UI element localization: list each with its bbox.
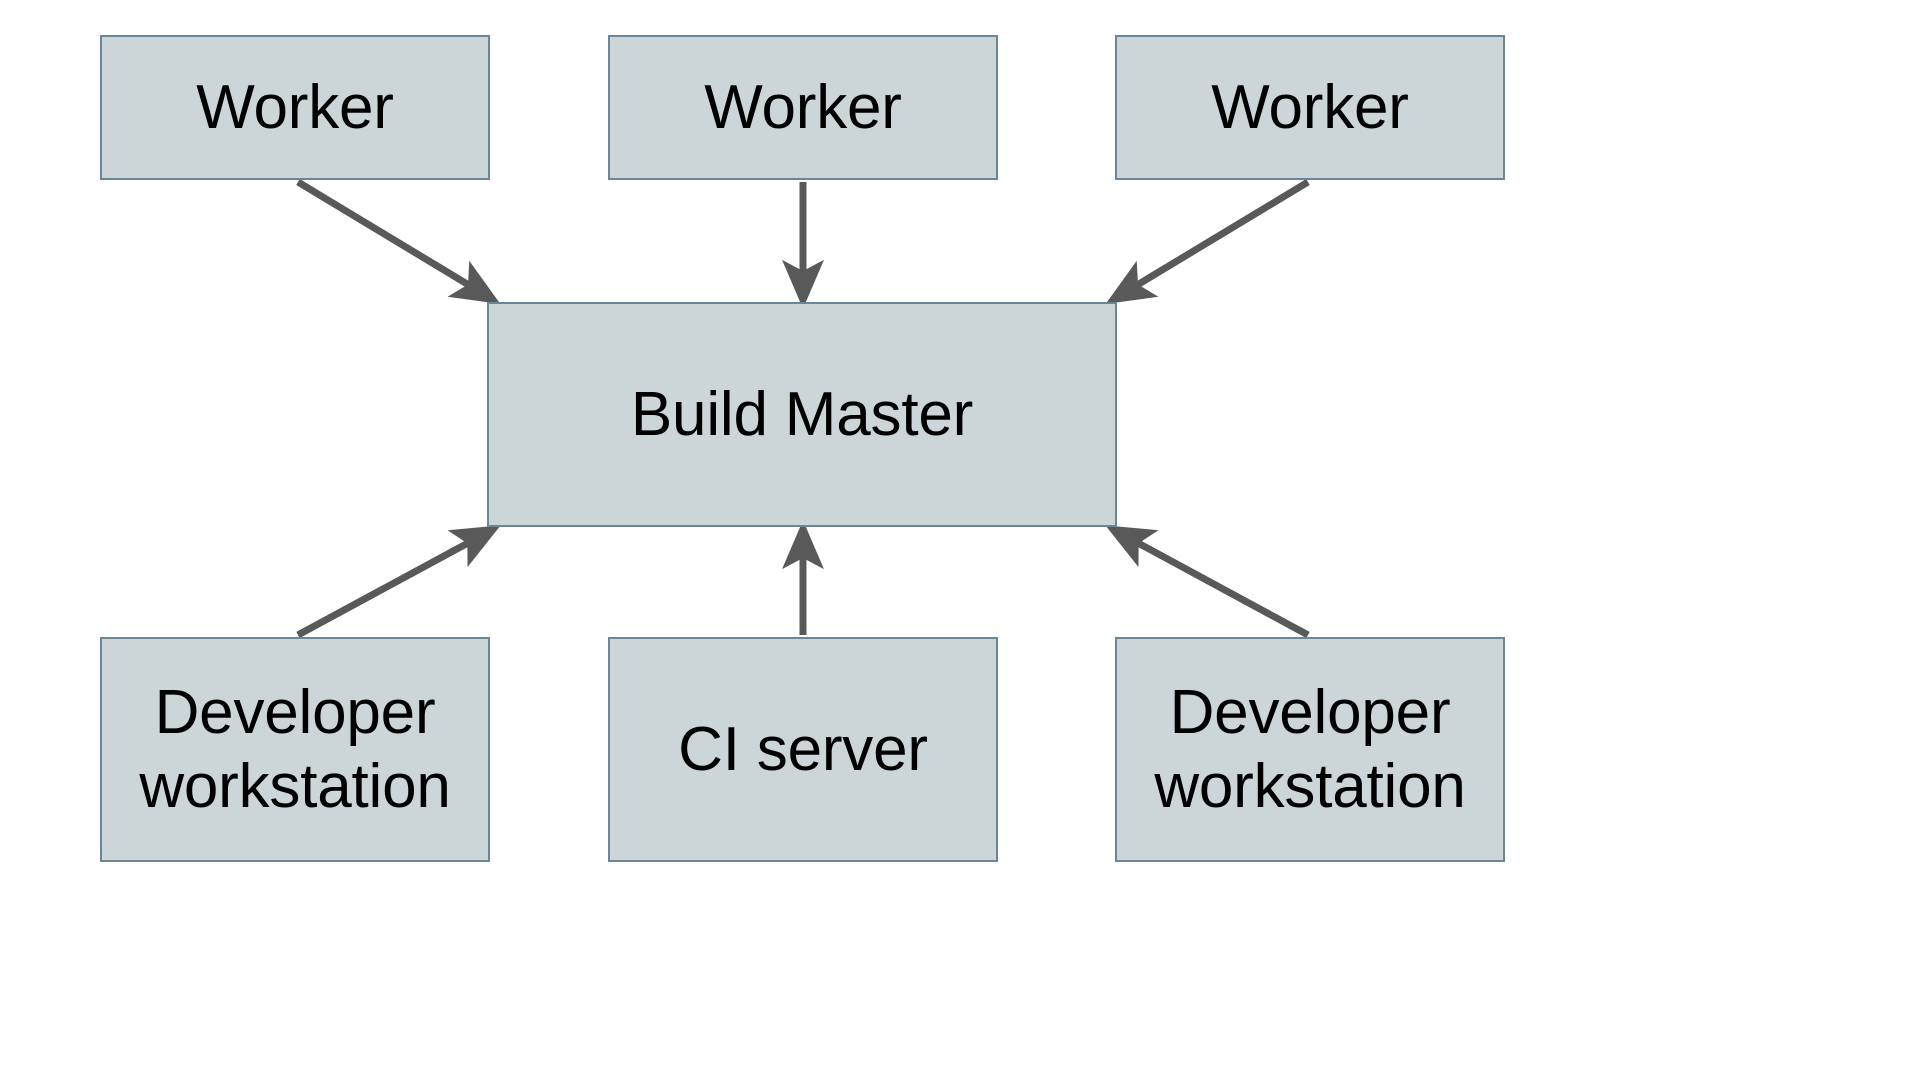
edge-devright-to-master [1105, 525, 1310, 639]
edge-devleft-to-master [296, 525, 501, 639]
node-label: Developer workstation [1154, 678, 1466, 821]
node-developer-workstation-left[interactable]: Developer workstation [100, 637, 490, 862]
node-worker-3[interactable]: Worker [1115, 35, 1505, 180]
edge-worker1-to-master [296, 179, 501, 305]
edge-worker3-to-master [1105, 179, 1310, 305]
node-build-master[interactable]: Build Master [487, 302, 1117, 527]
node-worker-2[interactable]: Worker [608, 35, 998, 180]
node-label: Build Master [630, 379, 974, 449]
node-label: Developer workstation [139, 678, 451, 821]
node-label: Worker [196, 72, 394, 142]
node-ci-server[interactable]: CI server [608, 637, 998, 862]
node-label: CI server [678, 714, 928, 784]
node-label: Worker [704, 72, 902, 142]
node-worker-1[interactable]: Worker [100, 35, 490, 180]
node-label: Worker [1211, 72, 1409, 142]
node-developer-workstation-right[interactable]: Developer workstation [1115, 637, 1505, 862]
